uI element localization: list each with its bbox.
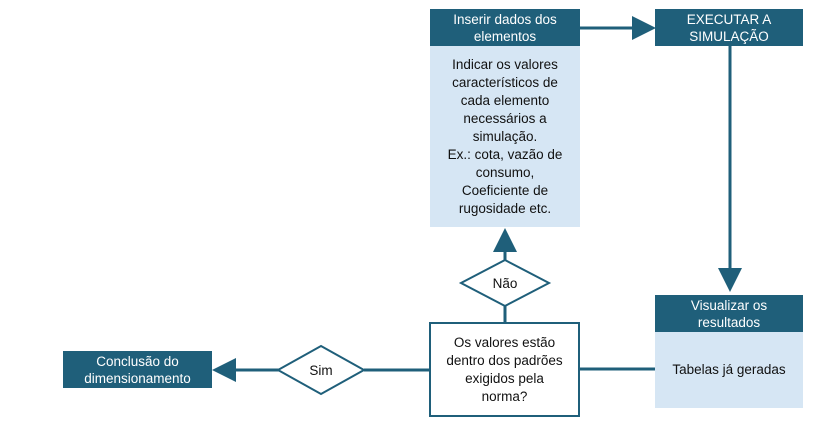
decision-question-box: Os valores estão dentro dos padrões exig…: [429, 322, 580, 417]
decision-no-diamond: [458, 258, 552, 308]
conclusao-box: Conclusão do dimensionamento: [63, 351, 212, 388]
sim-label: Sim: [309, 362, 333, 378]
inserir-dados-header: Inserir dados dos elementos: [430, 9, 580, 46]
decision-yes-diamond: [275, 344, 367, 396]
nao-label: Não: [492, 275, 518, 291]
executar-simulacao-box: EXECUTAR A SIMULAÇÃO: [655, 9, 803, 46]
visualizar-resultados-body: Tabelas já geradas: [655, 332, 803, 408]
inserir-dados-body: Indicar os valores característicos de ca…: [430, 46, 580, 227]
visualizar-resultados-header: Visualizar os resultados: [655, 295, 803, 332]
